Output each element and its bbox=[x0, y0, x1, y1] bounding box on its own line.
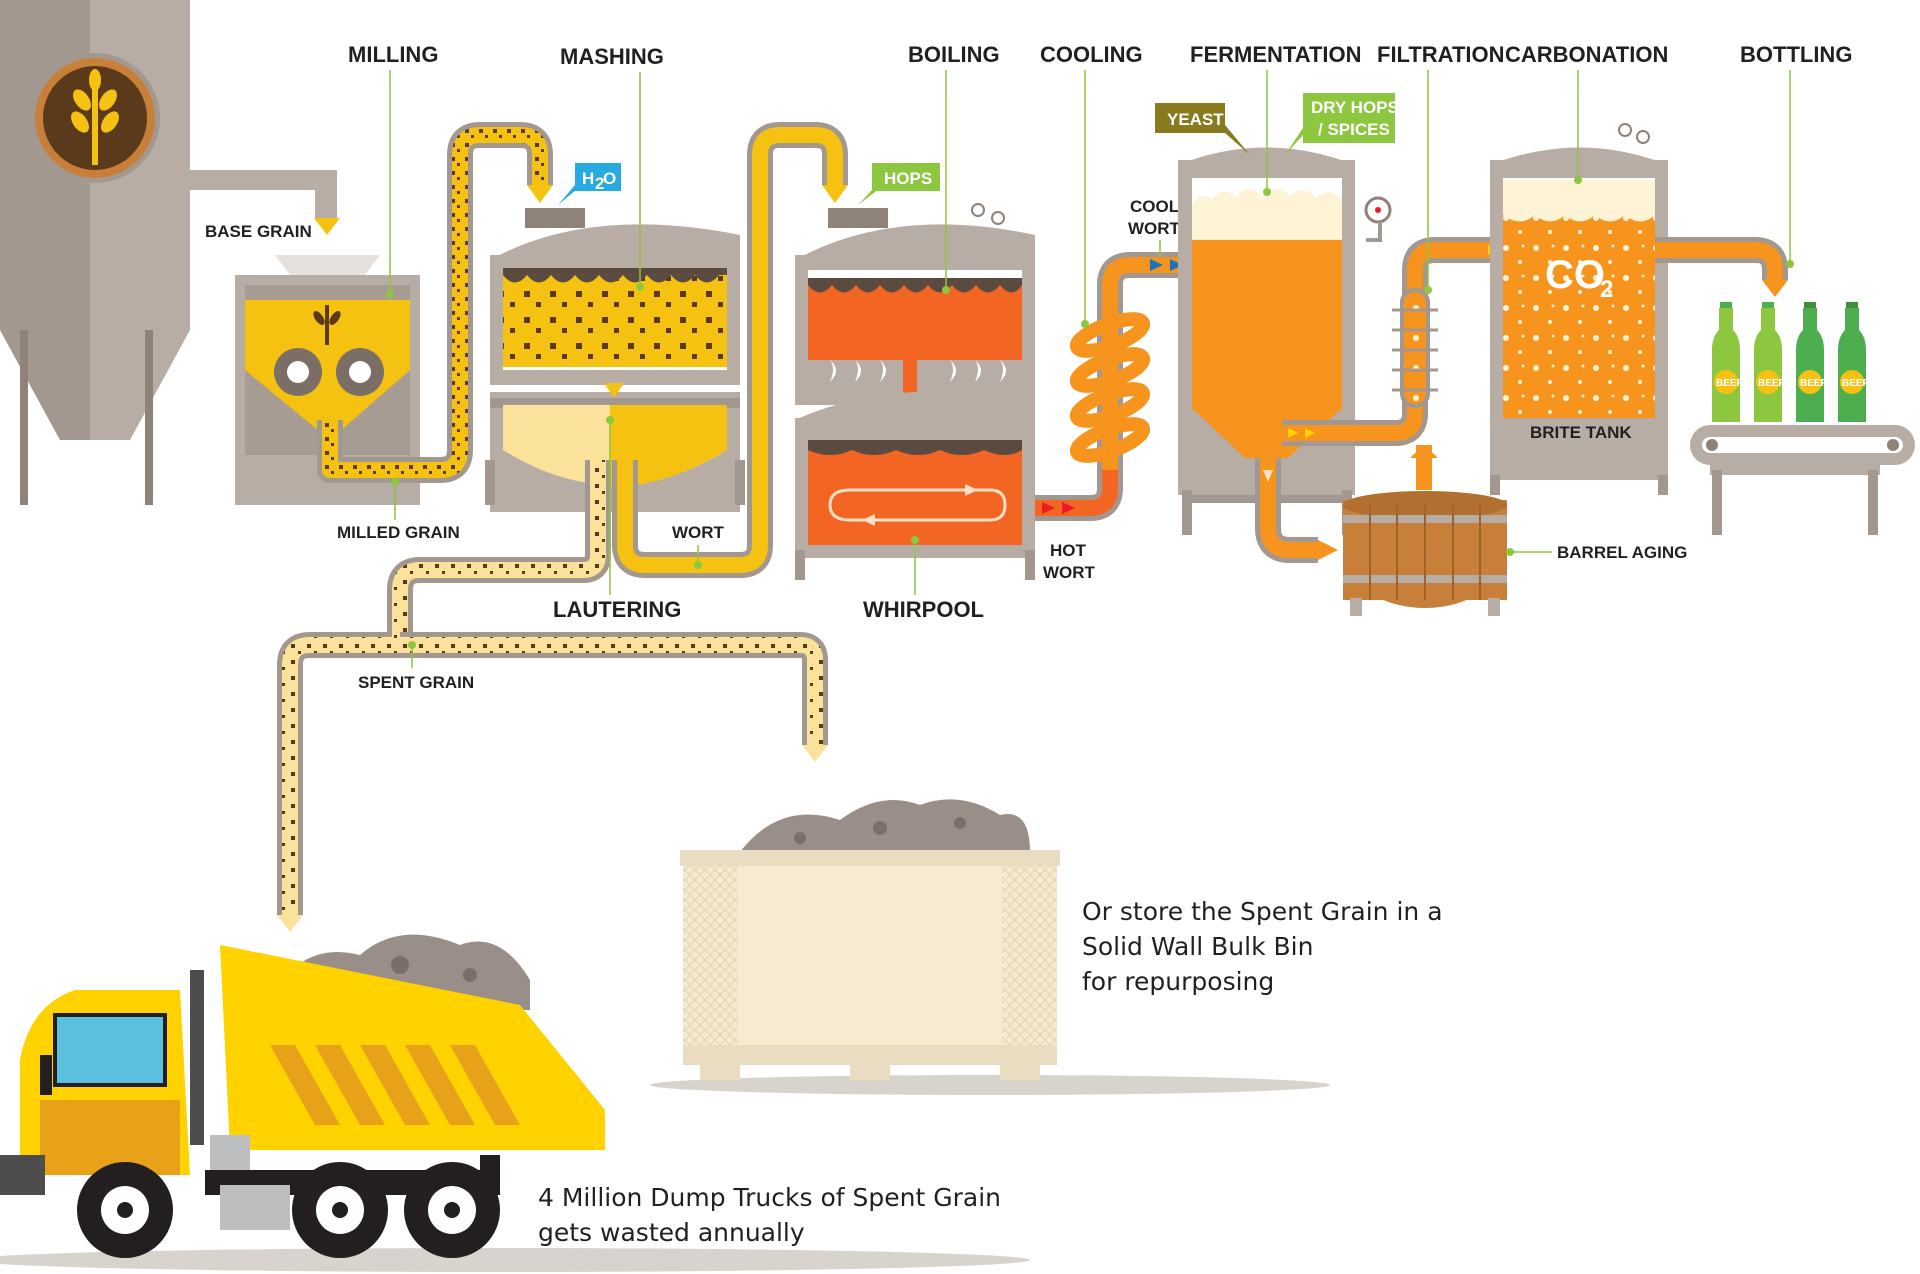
bottles: BEER BEER BEER BEER bbox=[1712, 302, 1871, 422]
burner-flames-icon bbox=[830, 360, 1006, 382]
bottling-label: BOTTLING bbox=[1740, 42, 1852, 67]
svg-text:for repurposing: for repurposing bbox=[1082, 967, 1274, 996]
svg-text:BEER: BEER bbox=[1800, 378, 1829, 389]
conveyor-belt bbox=[1690, 425, 1915, 535]
svg-text:2: 2 bbox=[1600, 276, 1613, 303]
milled-grain-label: MILLED GRAIN bbox=[337, 523, 460, 542]
wheat-icon bbox=[313, 305, 341, 345]
whirlpool-label: WHIRPOOL bbox=[863, 597, 984, 622]
svg-text:CO: CO bbox=[1545, 253, 1605, 297]
boiling-label: BOILING bbox=[908, 42, 1000, 67]
beer-bottle: BEER bbox=[1754, 302, 1787, 422]
whirlpool-tank bbox=[795, 391, 1035, 580]
mashing-label: MASHING bbox=[560, 44, 664, 69]
hops-tag: HOPS bbox=[858, 163, 940, 205]
svg-text:DRY HOPS: DRY HOPS bbox=[1311, 98, 1399, 117]
svg-text:O: O bbox=[603, 169, 616, 188]
beer-bottle: BEER bbox=[1796, 302, 1829, 422]
svg-text:gets wasted annually: gets wasted annually bbox=[538, 1218, 805, 1247]
hot-wort-label-2: WORT bbox=[1043, 563, 1096, 582]
svg-text:HOPS: HOPS bbox=[884, 169, 932, 188]
spent-grain-label: SPENT GRAIN bbox=[358, 673, 474, 692]
aging-barrel bbox=[1343, 445, 1507, 616]
bin-caption: Or store the Spent Grain in a Solid Wall… bbox=[1082, 897, 1443, 996]
bulk-bin bbox=[650, 799, 1330, 1095]
dump-truck bbox=[0, 934, 1030, 1272]
wort-label: WORT bbox=[672, 523, 725, 542]
whirl-arrow-icon bbox=[828, 488, 1007, 522]
svg-text:Solid Wall Bulk Bin: Solid Wall Bulk Bin bbox=[1082, 932, 1313, 961]
fermentation-label: FERMENTATION bbox=[1190, 42, 1362, 67]
milling-label: MILLING bbox=[348, 42, 438, 67]
fermentation-tank bbox=[1178, 147, 1392, 535]
svg-text:4 Million Dump Trucks of Spent: 4 Million Dump Trucks of Spent Grain bbox=[538, 1183, 1001, 1212]
cool-wort-label-1: COOL bbox=[1130, 197, 1179, 216]
water-tag: H 2 O bbox=[558, 163, 621, 205]
svg-text:/ SPICES: / SPICES bbox=[1318, 120, 1390, 139]
svg-text:BEER: BEER bbox=[1716, 378, 1745, 389]
cooling-label: COOLING bbox=[1040, 42, 1143, 67]
cool-wort-label-2: WORT bbox=[1128, 219, 1181, 238]
cooling-coil bbox=[1069, 252, 1185, 470]
truck-caption: 4 Million Dump Trucks of Spent Grain get… bbox=[538, 1183, 1001, 1247]
co2-label: CO 2 bbox=[1545, 253, 1613, 303]
svg-text:Or store the Spent Grain in a: Or store the Spent Grain in a bbox=[1082, 897, 1443, 926]
svg-text:BEER: BEER bbox=[1758, 378, 1787, 389]
carbonation-label: CARBONATION bbox=[1505, 42, 1668, 67]
wheat-logo-icon bbox=[71, 69, 119, 165]
svg-text:YEAST: YEAST bbox=[1167, 110, 1224, 129]
truck-wheel-icon bbox=[404, 1162, 500, 1258]
truck-wheel-icon bbox=[292, 1162, 388, 1258]
hot-wort-label-1: HOT bbox=[1050, 541, 1087, 560]
brite-tank bbox=[1490, 123, 1668, 495]
filtration-label: FILTRATION bbox=[1377, 42, 1505, 67]
beer-bottle: BEER bbox=[1712, 302, 1745, 422]
brite-tank-label: BRITE TANK bbox=[1530, 423, 1632, 442]
lautering-label: LAUTERING bbox=[553, 597, 681, 622]
beer-bottle: BEER bbox=[1838, 302, 1871, 422]
svg-text:2: 2 bbox=[595, 174, 604, 193]
barrel-aging-label: BARREL AGING bbox=[1557, 543, 1687, 562]
truck-wheel-icon bbox=[77, 1162, 173, 1258]
filter-column bbox=[1392, 288, 1438, 408]
svg-text:BEER: BEER bbox=[1842, 378, 1871, 389]
boil-kettle bbox=[795, 203, 1035, 405]
svg-text:H: H bbox=[582, 169, 594, 188]
dry-hops-tag: DRY HOPS / SPICES bbox=[1285, 93, 1399, 155]
base-grain-label: BASE GRAIN bbox=[205, 222, 312, 241]
yeast-tag: YEAST bbox=[1155, 103, 1250, 155]
grain-silo bbox=[0, 0, 340, 505]
